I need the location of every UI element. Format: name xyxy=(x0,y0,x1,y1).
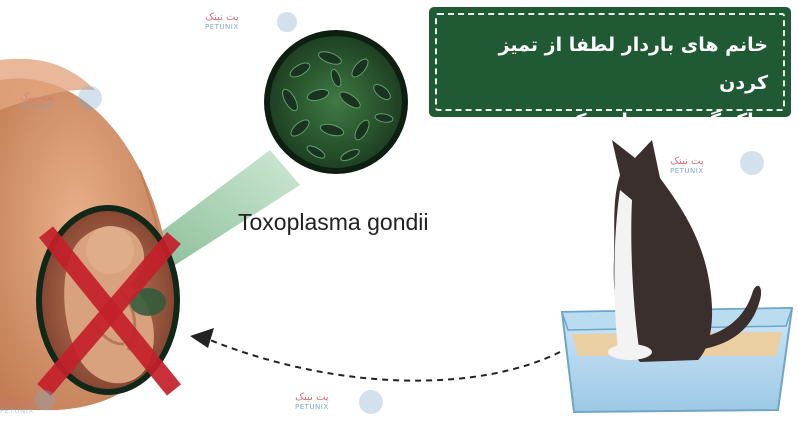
watermark-brand-fa: پت نینک xyxy=(670,156,704,167)
watermark-brand-en: PETUNIX xyxy=(670,167,704,175)
cat-icon xyxy=(608,140,762,362)
parasite-magnified-circle xyxy=(264,30,408,174)
watermark: پت نینک PETUNIX xyxy=(670,156,704,175)
warning-banner: خانم های باردار لطفا از تمیز کردن خاک گر… xyxy=(430,8,790,132)
watermark-brand-fa: پت نینک xyxy=(20,92,54,103)
watermark: پت نینک PETUNIX xyxy=(0,396,34,415)
banner-line-2: خاک گربه خودداری کنید xyxy=(548,110,768,132)
banner-message: خانم های باردار لطفا از تمیز کردن خاک گر… xyxy=(444,26,768,140)
watermark-brand-fa: پت نینک xyxy=(0,396,34,407)
banner-dashed-border xyxy=(435,13,785,111)
watermark: پت نینک PETUNIX xyxy=(20,92,54,111)
cross-out-icon xyxy=(37,226,181,396)
magnification-beam xyxy=(150,150,300,265)
banner-line-1: خانم های باردار لطفا از تمیز کردن xyxy=(498,34,768,94)
transmission-arrow xyxy=(190,328,561,382)
watermark-brand-en: PETUNIX xyxy=(295,403,329,411)
watermark: پت نینک PETUNIX xyxy=(205,12,239,31)
watermark-brand-fa: پت نینک xyxy=(295,392,329,403)
watermark-logo-icon xyxy=(35,12,764,414)
watermark: پت نینک PETUNIX xyxy=(295,392,329,411)
watermark-brand-en: PETUNIX xyxy=(0,407,34,415)
watermark-brand-en: PETUNIX xyxy=(20,103,54,111)
watermark-brand-fa: پت نینک xyxy=(205,12,239,23)
watermark-brand-en: PETUNIX xyxy=(205,23,239,31)
organism-label: Toxoplasma gondii xyxy=(238,209,429,235)
